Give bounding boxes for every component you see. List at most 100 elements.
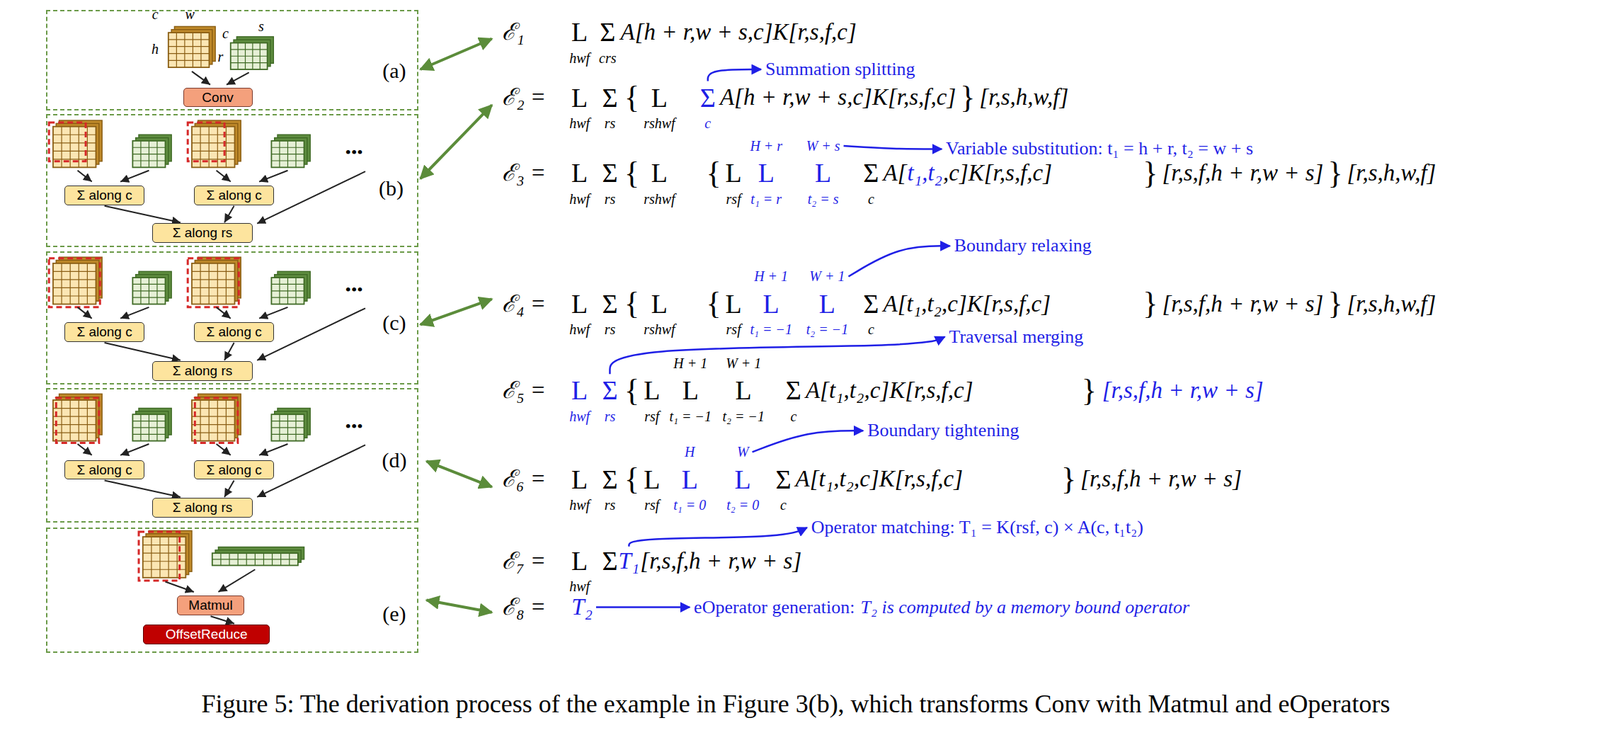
tensor-icon	[212, 547, 305, 566]
selection-window	[138, 531, 180, 581]
selection-window	[194, 397, 238, 443]
grid-line	[225, 400, 227, 442]
stage-panel: Σ along cΣ along cΣ along rs(d)	[46, 387, 419, 523]
data-flow-line	[216, 170, 231, 182]
formula-term: W + s	[806, 138, 841, 155]
formula-term: rshwf	[643, 321, 675, 338]
formula-term: L	[725, 157, 742, 190]
annotation-arrow	[848, 245, 950, 277]
tensor-icon	[191, 256, 241, 304]
formula-term: ℰ₂ =	[501, 84, 546, 112]
figure-caption: Figure 5: The derivation process of the …	[201, 689, 1391, 719]
formula-term: T₁	[618, 547, 640, 575]
formula-term: [r,s,h,w,f]	[979, 84, 1069, 112]
tensor-icon	[132, 271, 172, 304]
grid-line	[271, 290, 304, 291]
correspondence-arrow	[420, 104, 493, 179]
grid-line	[199, 126, 201, 168]
formula-term: hwf	[569, 50, 590, 67]
tensor-face	[132, 140, 165, 168]
formula-term: }	[1142, 286, 1158, 323]
formula-term: H + 1	[753, 268, 788, 285]
formula-term: c	[780, 496, 787, 514]
data-flow-line	[77, 170, 93, 182]
formula-term: [r,s,h,w,f]	[1347, 290, 1437, 318]
tensor-icon	[271, 134, 311, 168]
grid-line	[143, 560, 187, 562]
grid-line	[53, 424, 97, 425]
formula-term: t₁ = −1	[669, 408, 713, 425]
tensor-face	[53, 263, 97, 305]
reduction-connector	[104, 480, 181, 497]
annotation-arrow	[843, 145, 943, 149]
formula-term: L	[571, 82, 588, 114]
grid-line	[132, 290, 165, 291]
tensor-icon	[143, 530, 192, 577]
grid-line	[53, 271, 97, 272]
tensor-icon	[191, 393, 241, 441]
reduction-connector	[224, 480, 235, 497]
axis-label: s	[258, 18, 265, 35]
operator-label: Σ along c	[76, 324, 132, 340]
formula-term: A[	[882, 160, 907, 187]
formula-term: L	[758, 157, 775, 190]
selection-window	[48, 122, 86, 162]
grid-line	[191, 134, 236, 136]
axis-label: r	[217, 48, 224, 66]
annotation: Boundary relaxing	[954, 235, 1092, 257]
tensor-face	[191, 400, 236, 442]
data-flow-line	[191, 71, 211, 85]
operator-box: Conv	[183, 87, 253, 108]
grid-line	[191, 295, 236, 296]
formula-term: L	[725, 288, 742, 320]
grid-line	[87, 400, 88, 442]
grid-line	[53, 415, 97, 417]
data-flow-line	[226, 72, 250, 85]
formula-term: }	[1327, 155, 1343, 192]
grid-line	[132, 160, 165, 161]
formula-term: rs	[604, 408, 616, 425]
data-flow-line	[77, 443, 93, 456]
tensor-icon	[53, 393, 102, 441]
formula-term: L	[763, 288, 780, 320]
formula-term: c	[867, 321, 875, 338]
formula-term: [r,s,f,h + r,w + s]	[1080, 465, 1242, 493]
tensor-face	[191, 263, 236, 305]
stage-panel: Σ along cΣ along cΣ along rs(c)	[46, 251, 419, 386]
grid-line	[191, 415, 236, 417]
annotation: T₂ is computed by a memory bound operato…	[860, 596, 1190, 619]
grid-line	[53, 158, 97, 160]
grid-line	[60, 263, 62, 305]
grid-line	[87, 263, 88, 305]
formula-term: hwf	[569, 321, 590, 338]
reduction-connector	[224, 206, 235, 223]
operator-label: Σ along rs	[172, 363, 233, 379]
grid-line	[191, 424, 236, 425]
formula-term: {	[624, 155, 640, 192]
operator-label: Σ along rs	[172, 225, 233, 241]
data-flow-line	[259, 170, 288, 182]
formula-term: L	[735, 375, 752, 407]
grid-line	[217, 263, 219, 305]
operator-box: Matmul	[176, 595, 245, 616]
grid-line	[143, 544, 187, 546]
operator-box: Σ along c	[64, 322, 144, 342]
formula-term: c	[790, 408, 797, 425]
formula-term: L	[643, 464, 660, 496]
formula-term: L	[571, 545, 588, 577]
operator-box: Σ along c	[64, 185, 144, 206]
tensor-icon	[132, 408, 172, 442]
grid-line	[176, 32, 177, 68]
annotation-arrow	[609, 336, 945, 375]
formula-term: W	[736, 443, 750, 461]
annotation: Summation splitting	[765, 58, 916, 80]
grid-line	[168, 38, 210, 40]
grid-line	[192, 32, 194, 68]
data-flow-line	[164, 581, 194, 592]
formula-term: rsf	[726, 321, 742, 338]
grid-line	[271, 283, 304, 285]
formula-term: hwf	[569, 578, 590, 595]
formula-term: [r,s,h,w,f]	[1347, 160, 1437, 187]
annotation: Traversal merging	[948, 326, 1084, 348]
